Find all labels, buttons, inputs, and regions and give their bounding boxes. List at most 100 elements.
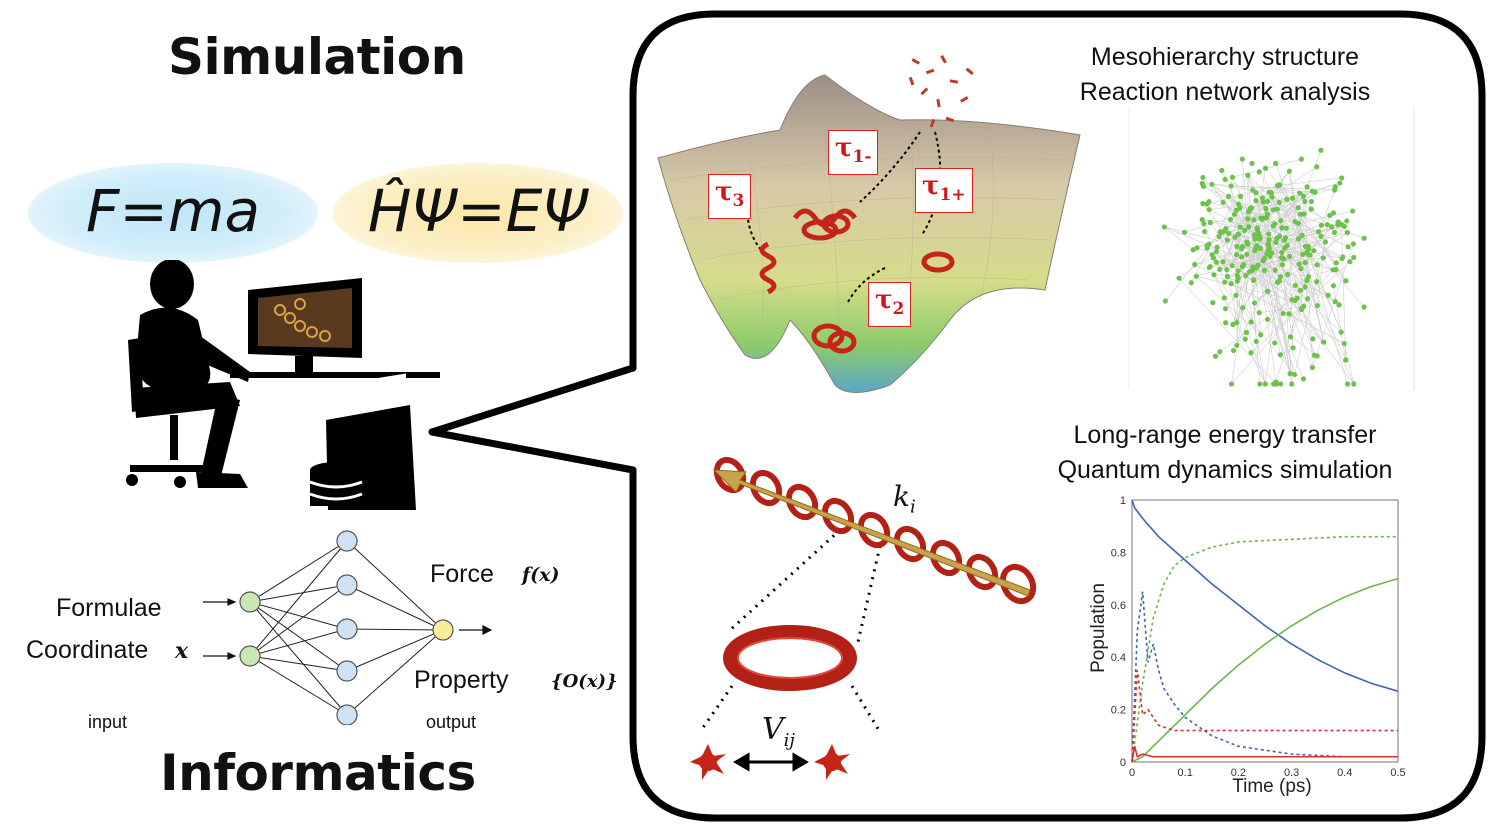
- tau-1-minus-label: τ1-: [828, 130, 879, 176]
- network-node: [1233, 252, 1240, 258]
- network-node: [1333, 267, 1339, 273]
- input-caption: input: [88, 712, 128, 732]
- chart-x-tick: 0.1: [1178, 767, 1193, 779]
- network-node: [1244, 251, 1250, 257]
- network-node: [1361, 235, 1367, 241]
- network-edge: [1343, 343, 1355, 385]
- network-node: [1308, 206, 1314, 212]
- output-label-force: Force: [430, 560, 494, 588]
- network-node: [1234, 319, 1240, 326]
- network-node: [1222, 306, 1229, 312]
- network-node: [1243, 273, 1249, 279]
- network-edge: [1284, 226, 1345, 241]
- network-edge: [1230, 185, 1242, 257]
- network-node: [1222, 176, 1228, 183]
- chart-y-tick: 0.6: [1111, 600, 1126, 612]
- network-node: [1361, 304, 1367, 310]
- chart-series-line-6: [1131, 746, 1398, 763]
- network-edge: [1211, 184, 1270, 193]
- network-node: [1284, 196, 1290, 202]
- network-edge: [1292, 198, 1348, 385]
- network-node: [1273, 239, 1279, 245]
- chart-x-tick: 0.4: [1337, 767, 1352, 779]
- network-node: [1233, 292, 1239, 298]
- network-edge: [1341, 224, 1347, 360]
- network-node: [1289, 381, 1295, 387]
- network-node: [1287, 334, 1294, 340]
- network-node: [1244, 241, 1251, 247]
- chart-series-line-1: [1131, 499, 1399, 693]
- network-node: [1235, 268, 1241, 274]
- network-edge: [1277, 185, 1304, 255]
- network-node: [1243, 329, 1250, 336]
- network-node: [1299, 232, 1305, 238]
- network-node: [1273, 160, 1279, 166]
- network-node: [1283, 225, 1290, 231]
- coupling-label: Vij: [762, 712, 796, 751]
- informatics-title: Informatics: [160, 744, 476, 802]
- network-node: [1253, 245, 1259, 251]
- network-node: [1249, 160, 1255, 167]
- network-node: [1274, 206, 1280, 212]
- network-edge: [1220, 201, 1268, 233]
- network-node: [1192, 261, 1198, 268]
- network-node: [1318, 222, 1325, 228]
- network-edge: [1303, 213, 1347, 282]
- network-node: [1351, 381, 1357, 387]
- network-node: [1282, 235, 1289, 241]
- network-node: [1229, 263, 1235, 269]
- network-node: [1344, 229, 1351, 236]
- network-node: [1261, 267, 1268, 273]
- network-title-line-1: Mesohierarchy structure: [1090, 43, 1360, 71]
- network-node: [1265, 241, 1271, 248]
- network-edge: [1242, 266, 1266, 385]
- network-node: [1310, 336, 1316, 342]
- network-edge: [1308, 269, 1334, 278]
- network-node: [1249, 267, 1256, 273]
- network-node: [1204, 243, 1210, 249]
- network-node: [1200, 201, 1206, 207]
- network-node: [1226, 230, 1232, 236]
- network-node: [1193, 273, 1199, 279]
- network-node: [1245, 216, 1251, 222]
- network-node: [1240, 243, 1246, 250]
- network-node: [1248, 350, 1254, 356]
- network-edge: [1254, 234, 1309, 247]
- chart-x-label: Time (ps): [1232, 776, 1312, 797]
- network-node: [1314, 262, 1320, 268]
- network-node: [1251, 217, 1257, 223]
- network-node: [1248, 205, 1255, 211]
- network-node: [1162, 298, 1168, 304]
- network-node: [1176, 275, 1182, 281]
- network-node: [1277, 352, 1284, 358]
- network-node: [1206, 198, 1212, 205]
- rate-constant-label: ki: [893, 480, 916, 518]
- network-node: [1347, 259, 1353, 265]
- network-node: [1209, 252, 1215, 258]
- network-node: [1286, 253, 1293, 259]
- network-node: [1234, 278, 1240, 284]
- network-node: [1241, 262, 1247, 268]
- chart-series-line-2: [1131, 577, 1399, 763]
- quantum-title-line-1: Long-range energy transfer: [1073, 421, 1377, 449]
- network-edge: [1194, 264, 1345, 344]
- network-title: Mesohierarchy structure Reaction network…: [1040, 40, 1410, 110]
- network-node: [1234, 342, 1240, 348]
- network-node: [1270, 223, 1276, 229]
- network-edge: [1256, 226, 1345, 342]
- network-node: [1206, 206, 1212, 213]
- network-node: [1224, 267, 1230, 273]
- network-node: [1307, 252, 1313, 258]
- network-node: [1292, 219, 1298, 225]
- network-node: [1225, 193, 1232, 199]
- network-node: [1242, 336, 1248, 342]
- network-node: [1265, 288, 1271, 294]
- network-node: [1321, 339, 1327, 345]
- network-node: [1230, 347, 1237, 354]
- network-node: [1188, 280, 1194, 286]
- network-node: [1350, 241, 1356, 247]
- network-node: [1228, 381, 1235, 387]
- network-edge: [1234, 214, 1270, 249]
- network-node: [1320, 255, 1326, 261]
- output-property-function: {O(x)}: [551, 671, 618, 692]
